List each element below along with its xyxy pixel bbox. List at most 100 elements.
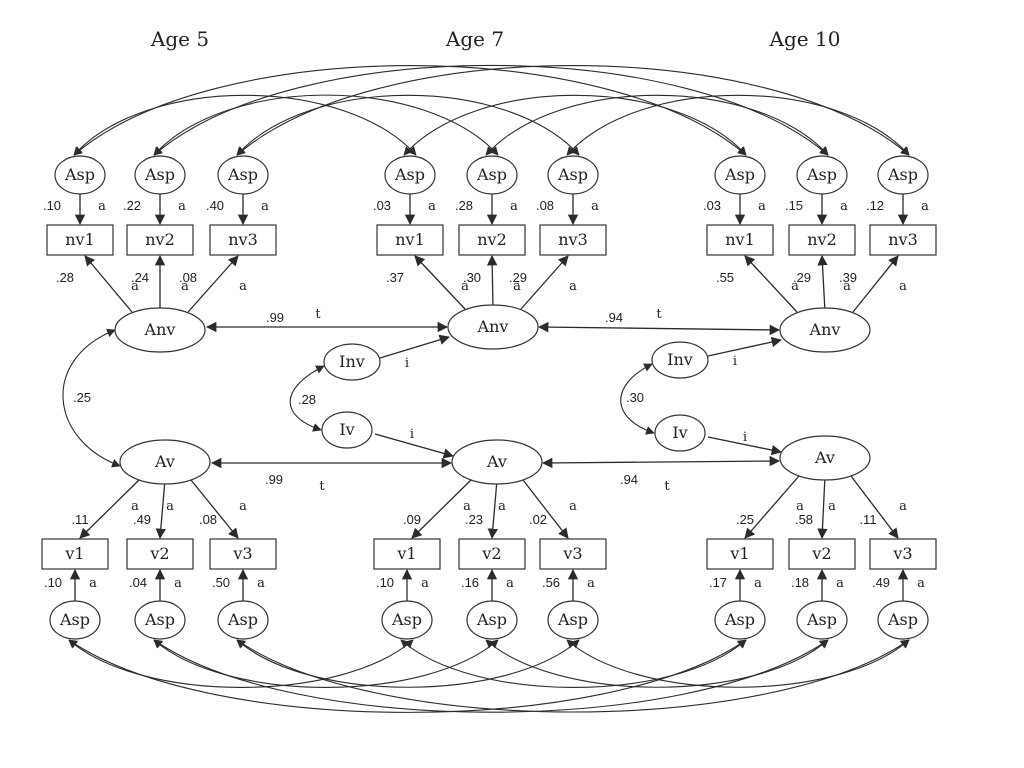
loading-path bbox=[522, 479, 569, 539]
nv3-box bbox=[209, 224, 277, 256]
v-residual-coef: .10 bbox=[376, 575, 394, 590]
av-path-coef-7-10: .94 bbox=[620, 472, 638, 487]
v-loading-coef: .09 bbox=[403, 512, 421, 527]
nv3-box-label: nv3 bbox=[228, 230, 258, 249]
asp-node bbox=[134, 600, 186, 640]
v-loading-coef: .23 bbox=[465, 512, 483, 527]
param-t: t bbox=[315, 307, 321, 322]
param-a: a bbox=[239, 279, 247, 294]
anv-stability-7-10 bbox=[537, 321, 781, 336]
param-a: a bbox=[421, 576, 429, 591]
iv-node-label: Iv bbox=[672, 423, 687, 442]
param-a: a bbox=[239, 499, 247, 514]
asp-node-label: Asp bbox=[227, 610, 258, 629]
av-path-coef-5-7: .99 bbox=[265, 472, 283, 487]
param-a: a bbox=[899, 279, 907, 294]
inv-node-label: Inv bbox=[667, 350, 693, 369]
anv-latent bbox=[114, 307, 206, 353]
asp-node-label: Asp bbox=[806, 610, 837, 629]
param-a: a bbox=[166, 499, 174, 514]
anv-latent bbox=[779, 307, 871, 353]
nv2-box-label: nv2 bbox=[145, 230, 175, 249]
inv-node-label: Inv bbox=[339, 352, 365, 371]
v-residual-coef: .16 bbox=[461, 575, 479, 590]
nv1-box-label: nv1 bbox=[65, 230, 95, 249]
nv2-box bbox=[126, 224, 194, 256]
v-loading-coef: .25 bbox=[736, 512, 754, 527]
residual-cov-arc-top bbox=[403, 94, 747, 156]
param-t: t bbox=[319, 479, 325, 494]
inv-iv-cov-arc bbox=[289, 365, 325, 432]
asp-node bbox=[796, 155, 848, 195]
asp-node-label: Asp bbox=[887, 165, 918, 184]
param-a: a bbox=[461, 279, 469, 294]
residual-cov-arc-bottom bbox=[153, 639, 499, 688]
loading-path bbox=[155, 479, 166, 540]
asp-node-label: Asp bbox=[64, 165, 95, 184]
inv-node bbox=[651, 341, 709, 379]
asp-node bbox=[547, 155, 599, 195]
inv-node bbox=[323, 343, 381, 381]
v3-box bbox=[209, 538, 277, 570]
nodes: Aspnv1v1AspAspnv2v2AspAspnv3v3AspAnvAvAs… bbox=[41, 155, 937, 640]
asp-node-label: Asp bbox=[394, 165, 425, 184]
residual-cov-arc-bottom bbox=[68, 639, 414, 688]
asp-node-label: Asp bbox=[887, 610, 918, 629]
param-a: a bbox=[131, 279, 139, 294]
asp-node bbox=[381, 600, 433, 640]
asp-node-label: Asp bbox=[806, 165, 837, 184]
av-latent-label: Av bbox=[814, 448, 835, 467]
v-loading-coef: .11 bbox=[859, 512, 876, 527]
nv-residual-coef: .28 bbox=[455, 198, 473, 213]
loading-path bbox=[411, 479, 472, 539]
nv-loading-coef: .37 bbox=[386, 270, 404, 285]
av-latent bbox=[119, 439, 211, 485]
nv2-box-label: nv2 bbox=[807, 230, 837, 249]
iv-node bbox=[321, 411, 373, 449]
iv-node bbox=[654, 414, 706, 452]
loading-path bbox=[744, 475, 800, 539]
nv1-box bbox=[376, 224, 444, 256]
nv1-box-label: nv1 bbox=[725, 230, 755, 249]
nv-loading-coef: .29 bbox=[509, 270, 527, 285]
param-i: i bbox=[410, 427, 414, 442]
av-stability-7-10 bbox=[541, 455, 781, 469]
param-i: i bbox=[733, 354, 737, 369]
param-a: a bbox=[836, 576, 844, 591]
v-residual-coef: .10 bbox=[44, 575, 62, 590]
residual-cov-arc-top bbox=[236, 94, 580, 156]
v2-box-label: v2 bbox=[149, 544, 169, 563]
param-a: a bbox=[754, 576, 762, 591]
v-loading-coef: .11 bbox=[71, 512, 88, 527]
asp-node bbox=[49, 600, 101, 640]
av-latent-label: Av bbox=[486, 452, 507, 471]
param-a: a bbox=[428, 199, 436, 214]
asp-node-label: Asp bbox=[227, 165, 258, 184]
av-latent bbox=[779, 435, 871, 481]
v-residual-coef: .56 bbox=[542, 575, 560, 590]
anv-latent-label: Anv bbox=[809, 320, 841, 339]
v3-box bbox=[869, 538, 937, 570]
age-10-header: Age 10 bbox=[769, 27, 841, 51]
param-t: t bbox=[656, 307, 662, 322]
asp-node-label: Asp bbox=[391, 610, 422, 629]
nv-loading-coef: .28 bbox=[56, 270, 74, 285]
nv-residual-coef: .22 bbox=[123, 198, 141, 213]
param-a: a bbox=[178, 199, 186, 214]
residual-cov-arc-top bbox=[153, 94, 499, 156]
param-a: a bbox=[921, 199, 929, 214]
v-loading-coef: .02 bbox=[529, 512, 547, 527]
asp-node-label: Asp bbox=[144, 610, 175, 629]
av-latent-label: Av bbox=[154, 452, 175, 471]
asp-node-label: Asp bbox=[724, 610, 755, 629]
param-a: a bbox=[131, 499, 139, 514]
age-5-header: Age 5 bbox=[150, 27, 209, 51]
param-a: a bbox=[506, 576, 514, 591]
loading-path bbox=[190, 479, 239, 539]
av-latent bbox=[451, 439, 543, 485]
v1-box-label: v1 bbox=[729, 544, 749, 563]
param-a: a bbox=[98, 199, 106, 214]
loading-path bbox=[817, 254, 828, 313]
nv-residual-coef: .40 bbox=[206, 198, 224, 213]
asp-node-label: Asp bbox=[557, 610, 588, 629]
